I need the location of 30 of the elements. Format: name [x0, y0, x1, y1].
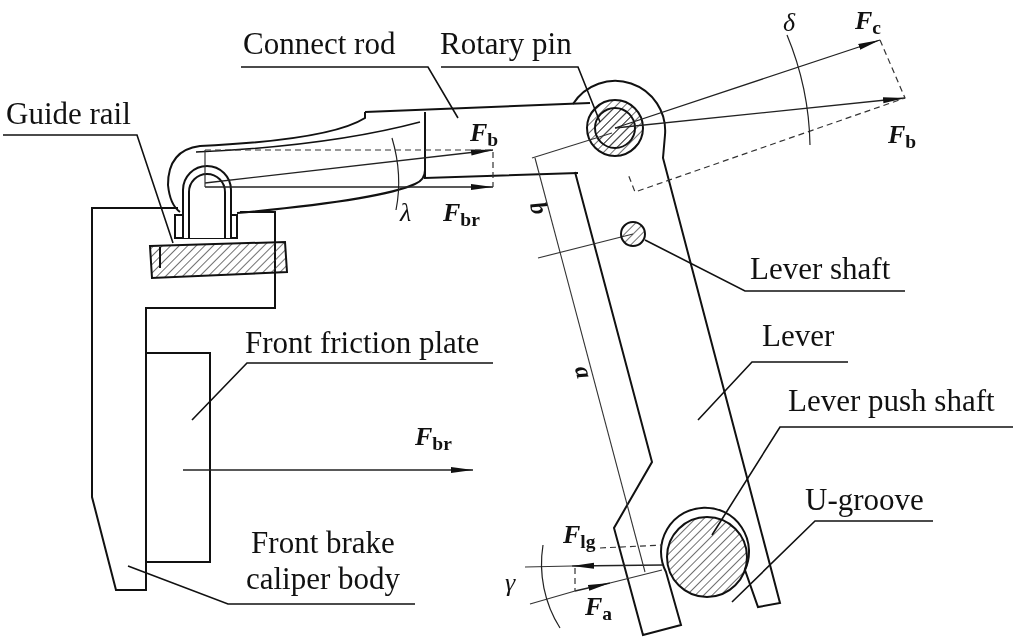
force-label: F$_{c}$ [855, 8, 881, 34]
part-label: Front brake caliper body [228, 525, 418, 597]
leader-line [644, 239, 906, 292]
leader-line [711, 426, 1014, 536]
angle-symbol: δ [783, 10, 796, 36]
part-label: U-groove [805, 484, 924, 515]
shaft-circle [620, 221, 646, 247]
angle-symbol: γ [505, 570, 516, 596]
part-label: Rotary pin [440, 28, 572, 59]
part-label: Guide rail [6, 98, 131, 129]
force-label: F$_{b}$ [888, 122, 917, 148]
part-label: Lever [762, 320, 835, 351]
leader-line [731, 520, 934, 603]
part-label: Connect rod [243, 28, 396, 59]
leader-line [127, 565, 416, 605]
force-label: F$_{b}$ [470, 120, 499, 146]
force-label: F$_{a}$ [585, 594, 613, 620]
part-label: Lever push shaft [788, 385, 995, 416]
force-label: F$_{br}$ [415, 424, 452, 450]
leader-line [2, 134, 174, 244]
leader-line [191, 362, 494, 421]
part-label: Lever shaft [750, 253, 891, 284]
dimension-label: b [525, 199, 553, 217]
force-label: F$_{br}$ [443, 200, 480, 226]
part-label: Front friction plate [245, 327, 480, 358]
leader-line [697, 361, 849, 421]
leader-line [440, 66, 601, 123]
leader-line [240, 66, 459, 119]
angle-symbol: λ [400, 200, 412, 226]
dimension-label: a [570, 363, 598, 381]
